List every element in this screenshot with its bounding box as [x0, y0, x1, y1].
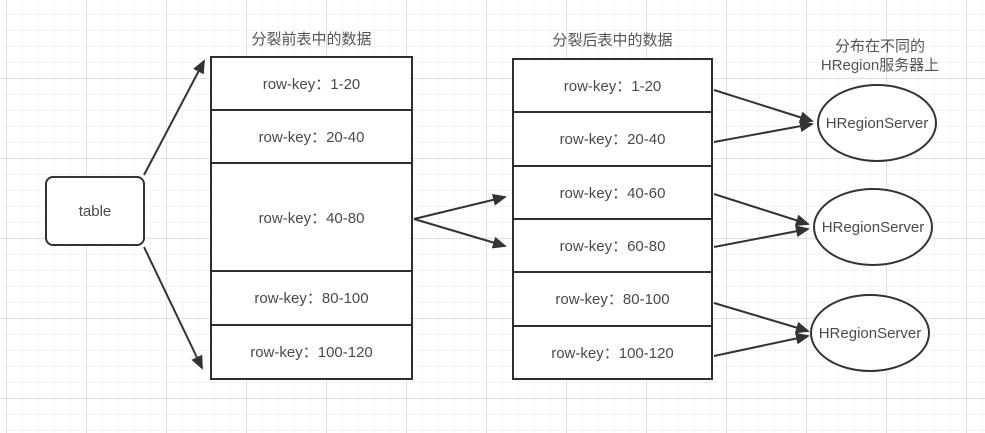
after-row-20-40: row-key：20-40	[514, 113, 711, 167]
after-table-title: 分裂后表中的数据	[552, 32, 673, 49]
arrow-row-80-100-to-server-3	[713, 302, 810, 334]
arrow-row-100-120-to-server-3	[713, 332, 810, 357]
before-row-1-20: row-key：1-20	[212, 58, 411, 112]
before-row-80-100: row-key：80-100	[212, 271, 411, 326]
arrow-row-40-60-to-server-2	[713, 193, 810, 227]
servers-caption: 分布在不同的 HRegion服务器上	[790, 37, 970, 75]
arrow-row-20-40-to-server-1	[713, 120, 814, 143]
arrow-split-40-80-to-60-80	[413, 218, 507, 249]
hregionserver-node-3: HRegionServer	[810, 294, 930, 372]
arrow-row-60-80-to-server-2	[713, 225, 810, 248]
servers-caption-line2: HRegion服务器上	[820, 57, 940, 74]
before-row-100-120: row-key：100-120	[212, 325, 411, 378]
arrow-split-40-80-to-40-60	[413, 193, 507, 220]
after-row-1-20: row-key：1-20	[514, 60, 711, 114]
after-row-80-100: row-key：80-100	[514, 273, 711, 327]
arrow-table-to-before-bottom	[143, 246, 203, 370]
after-row-40-60: row-key：40-60	[514, 166, 711, 220]
after-table: row-key：1-20 row-key：20-40 row-key：40-60…	[512, 58, 713, 380]
after-row-60-80: row-key：60-80	[514, 219, 711, 274]
before-row-20-40: row-key：20-40	[212, 111, 411, 165]
table-node-label: table	[78, 202, 112, 220]
before-table: row-key：1-20 row-key：20-40 row-key：40-80…	[210, 56, 413, 380]
arrow-table-to-before-top	[143, 59, 205, 176]
arrow-row-1-20-to-server-1	[713, 89, 814, 124]
before-row-40-80: row-key：40-80	[212, 164, 411, 272]
table-node: table	[45, 176, 145, 246]
hregionserver-label: HRegionServer	[821, 218, 925, 236]
hregionserver-label: HRegionServer	[818, 324, 922, 342]
hregionserver-node-2: HRegionServer	[813, 188, 933, 266]
hregionserver-node-1: HRegionServer	[817, 84, 937, 162]
before-table-title: 分裂前表中的数据	[251, 31, 372, 48]
after-row-100-120: row-key：100-120	[514, 326, 711, 378]
servers-caption-line1: 分布在不同的	[834, 38, 925, 55]
hregionserver-label: HRegionServer	[825, 114, 929, 132]
